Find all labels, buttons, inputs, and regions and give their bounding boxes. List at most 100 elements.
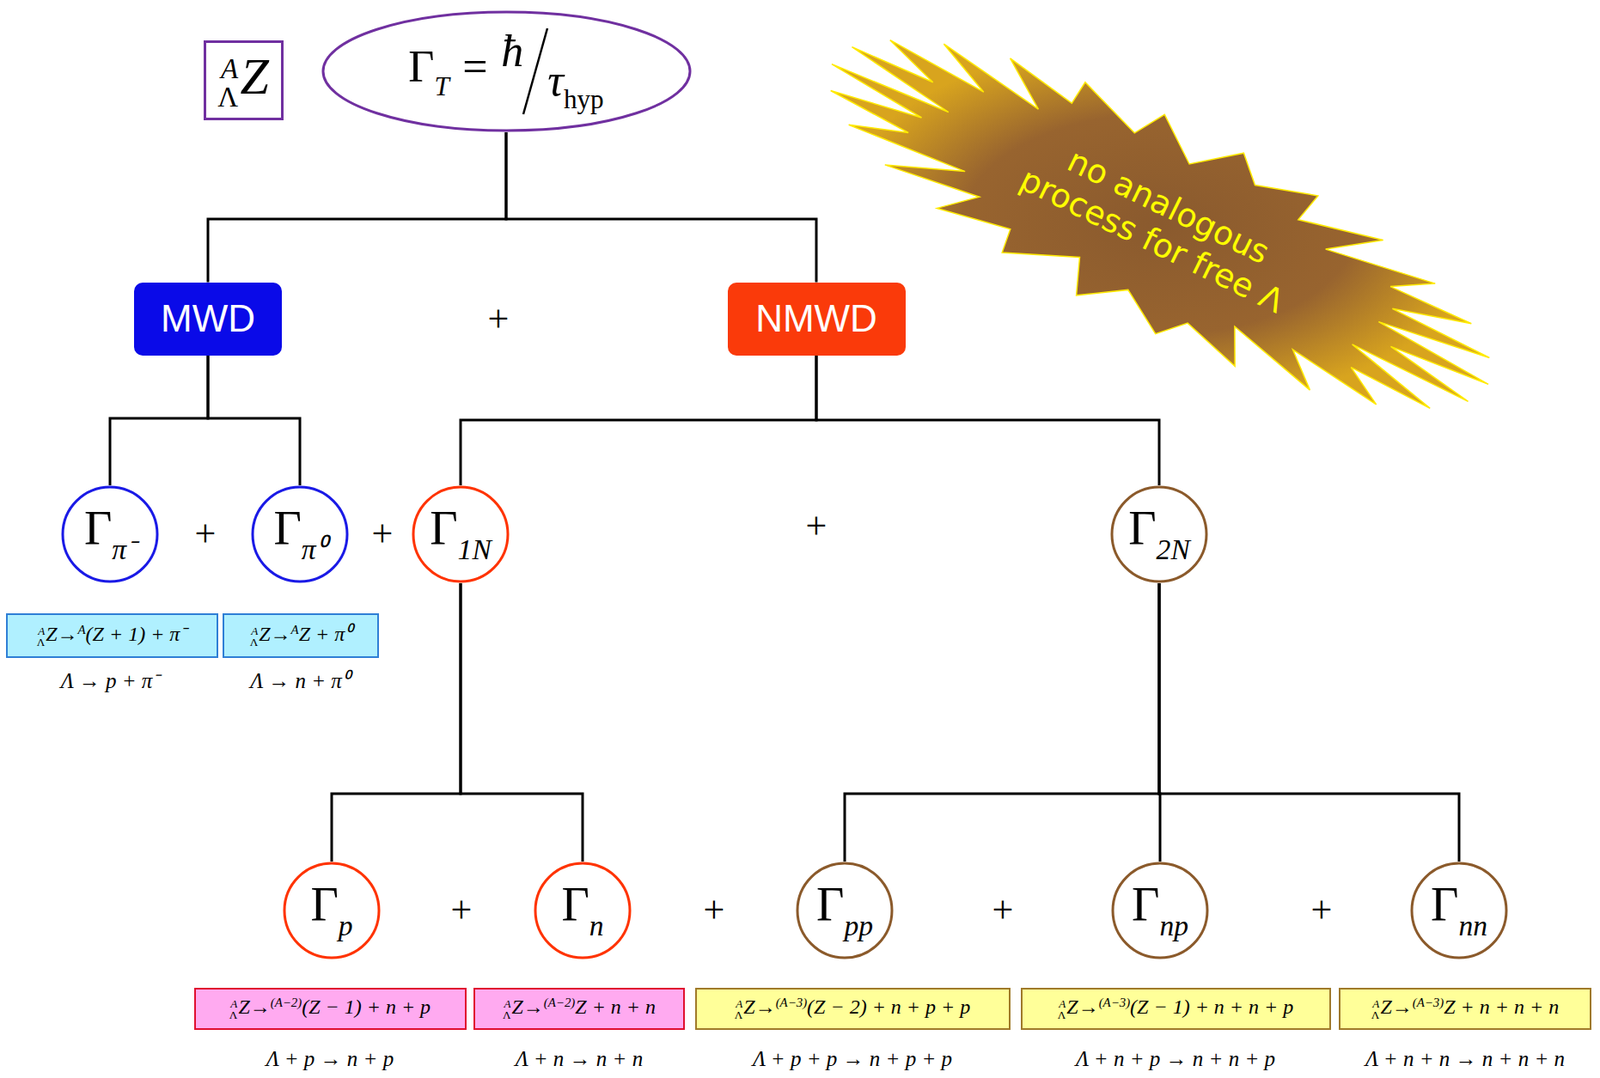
- width-circle: Γp: [282, 861, 381, 960]
- plus-sign: +: [1311, 890, 1333, 932]
- reaction-box: AΛZ: [203, 40, 284, 121]
- outline-shape: [413, 487, 508, 582]
- formula-text: Γ: [561, 878, 589, 932]
- formula-text: Γ: [273, 501, 301, 556]
- formula-text: n: [589, 909, 605, 942]
- lambda-index: Λ: [229, 1009, 239, 1021]
- category-box: NMWD: [727, 282, 906, 356]
- formula-text: (A−2): [543, 995, 575, 1010]
- node-content: AΛZ: [217, 48, 269, 112]
- mass-number: A: [36, 625, 46, 637]
- node-content: AΛZ→(A−3)(Z − 1) + n + n + p: [1057, 995, 1294, 1021]
- outline-shape: [284, 863, 379, 959]
- reaction-box: AΛZ→(A−3)(Z − 1) + n + n + p: [1020, 988, 1332, 1031]
- outline-shape: [1111, 487, 1207, 582]
- reaction-box: AΛZ→(A−2)(Z − 1) + n + p: [194, 988, 467, 1031]
- plus-sign: +: [195, 513, 217, 556]
- formula-text: Γ: [1128, 501, 1156, 556]
- formula-text: Γ: [310, 878, 338, 932]
- mass-number: A: [217, 54, 239, 84]
- formula-text: (A−2): [270, 995, 302, 1010]
- formula-text: A: [78, 622, 86, 637]
- reaction-label: Λ → n + π⁰: [250, 669, 350, 694]
- slash-line: [523, 28, 548, 115]
- node-content: Γp: [310, 879, 353, 943]
- node-content: Γ1N: [429, 502, 492, 567]
- formula-text: Z + π⁰: [299, 622, 353, 646]
- reaction-box: AΛZ→(A−2)Z + n + n: [473, 988, 685, 1031]
- lambda-index: Λ: [502, 1009, 512, 1021]
- width-circle: Γπ⁻: [61, 485, 159, 584]
- formula-text: Z→: [511, 995, 544, 1019]
- category-box: MWD: [134, 282, 282, 356]
- lambda-index: Λ: [1371, 1009, 1381, 1021]
- formula-text: (A−3): [1099, 995, 1130, 1010]
- reaction-box: AΛZ→A(Z + 1) + π⁻: [6, 613, 219, 659]
- formula-text: 1N: [458, 533, 492, 566]
- formula-text: (Z − 1) + n + p: [301, 995, 431, 1019]
- formula-text: Z + n + n + n: [1443, 995, 1559, 1019]
- mass-number: A: [229, 998, 239, 1010]
- formula-text: T: [433, 71, 449, 102]
- mass-number: A: [502, 998, 512, 1010]
- outline-shape: [797, 863, 892, 959]
- node-content: Γnp: [1131, 879, 1189, 943]
- prescript: AΛ: [734, 998, 744, 1021]
- plus-sign: +: [488, 299, 510, 341]
- formula-text: Γ: [84, 501, 112, 556]
- reaction-label: Λ + p + p → n + p + p: [752, 1047, 953, 1072]
- formula-text: Z→: [1066, 995, 1099, 1019]
- formula-text: Z→: [258, 622, 291, 646]
- node-content: Γnn: [1430, 879, 1488, 943]
- fraction-slash: [519, 26, 551, 117]
- node-content: AΛZ→(A−3)(Z − 2) + n + p + p: [734, 995, 971, 1021]
- formula-text: Z→: [1380, 995, 1412, 1019]
- plus-sign: +: [992, 890, 1014, 932]
- formula-text: Z + n + n: [574, 995, 656, 1019]
- node-content: Γ2N: [1128, 502, 1191, 567]
- starburst-outline: [830, 40, 1491, 410]
- reaction-box: AΛZ→(A−3)(Z − 2) + n + p + p: [695, 988, 1011, 1031]
- reaction-label: Λ + n + n → n + n + n: [1365, 1047, 1565, 1072]
- formula-text: Z: [239, 48, 269, 105]
- reaction-box: AΛZ→(A−3)Z + n + n + n: [1338, 988, 1592, 1031]
- lambda-index: Λ: [36, 636, 46, 648]
- node-content: Γπ⁻: [84, 502, 136, 567]
- prescript: AΛ: [1057, 998, 1067, 1021]
- formula-text: Γ: [429, 501, 458, 556]
- prescript: AΛ: [229, 998, 239, 1021]
- formula-text: MWD: [160, 297, 256, 340]
- width-circle: Γpp: [795, 861, 894, 960]
- tree-connector: [109, 355, 208, 487]
- node-content: Γpp: [816, 879, 874, 943]
- formula-text: (A−3): [775, 995, 807, 1010]
- width-circle: Γnp: [1111, 861, 1210, 960]
- tree-connector: [506, 132, 817, 283]
- lambda-index: Λ: [734, 1009, 744, 1021]
- formula-text: (Z − 1) + n + n + p: [1129, 995, 1294, 1019]
- outline-shape: [252, 487, 348, 582]
- mass-number: A: [250, 625, 259, 637]
- formula-text: Γ: [1430, 878, 1459, 932]
- formula-text: Γ: [1131, 878, 1160, 932]
- tree-connector: [844, 583, 1160, 862]
- formula-text: pp: [843, 909, 874, 942]
- formula-text: ħ: [500, 26, 524, 76]
- lambda-index: Λ: [217, 83, 239, 112]
- tree-connector: [1159, 583, 1460, 862]
- formula-text: A: [291, 622, 300, 637]
- formula-text: =: [462, 42, 488, 92]
- formula-text: p: [338, 909, 354, 942]
- tree-connector: [207, 355, 300, 487]
- formula-text: Γ: [408, 42, 434, 92]
- plus-sign: +: [806, 506, 828, 548]
- formula-text: (A−3): [1412, 995, 1444, 1010]
- formula-text: nn: [1458, 909, 1488, 942]
- formula-text: Z→: [743, 995, 776, 1019]
- reaction-label: Λ + p → n + p: [266, 1047, 394, 1072]
- reaction-box: AΛZ→AZ + π⁰: [222, 613, 379, 659]
- tree-connector: [816, 355, 1160, 487]
- total-width-ellipse: ΓT=ħτhyp: [321, 10, 692, 133]
- formula-text: π⁰: [301, 533, 327, 566]
- formula-text: τ: [547, 55, 564, 105]
